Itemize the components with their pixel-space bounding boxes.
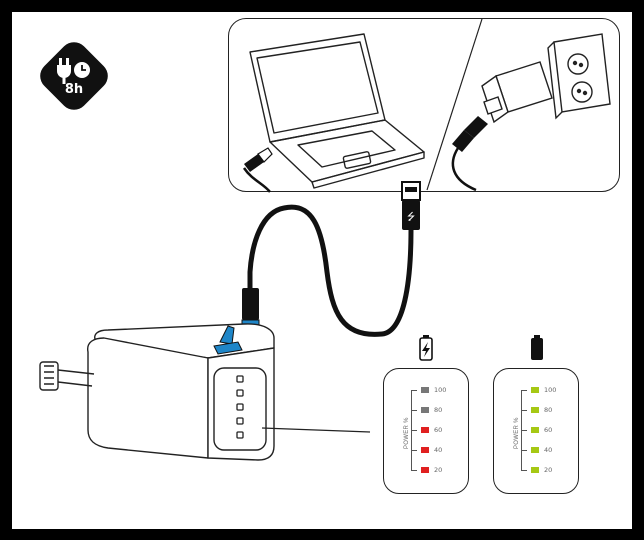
gauge-level-100 [531,387,539,393]
power-bank-strap [39,361,95,391]
battery-charging-icon [419,335,433,361]
gauge-tick [521,470,527,471]
gauge-level-label: 60 [544,426,553,434]
gauge-level-100 [421,387,429,393]
battery-full-icon [531,335,543,360]
gauge-charging-panel: POWER % 100 80 60 40 20 [383,368,469,494]
charge-time-label: 8h [64,82,84,97]
gauge-level-40 [421,447,429,453]
gauge-tick [521,450,527,451]
usb-c-port-highlight [213,325,243,355]
gauge-full-panel: POWER % 100 80 60 40 20 [493,368,579,494]
gauge-tick [521,390,527,391]
power-bank-icon [87,323,275,461]
plug-icon [57,58,71,84]
gauge-full: POWER % 100 80 60 40 20 [494,369,578,493]
gauge-level-40 [531,447,539,453]
gauge-level-60 [421,427,429,433]
gauge-level-label: 40 [544,446,553,454]
gauge-tick [411,390,417,391]
panel-divider [426,18,483,191]
charger-usb-plug [451,116,488,192]
gauge-level-label: 80 [434,406,443,414]
gauge-tick [411,450,417,451]
svg-text:⭍: ⭍ [407,211,415,223]
gauge-level-label: 100 [434,386,447,394]
gauge-level-label: 100 [544,386,557,394]
gauge-tick [411,470,417,471]
charge-time-badge: 8h [32,34,116,118]
laptop-icon [249,33,425,189]
wall-charger-icon [481,61,553,124]
gauge-tick [411,410,417,411]
gauge-tick [521,430,527,431]
instruction-diagram: 8h [12,12,632,529]
power-bank-led-column [236,375,244,439]
gauge-level-20 [421,467,429,473]
gauge-tick [521,410,527,411]
laptop-usb-plug [242,147,273,193]
gauge-axis-label: POWER % [404,417,410,449]
gauge-level-label: 20 [434,466,443,474]
gauge-level-80 [531,407,539,413]
indicator-leader-line [261,427,371,433]
gauge-level-label: 40 [434,446,443,454]
gauge-level-label: 20 [544,466,553,474]
illustration: ⭍ [39,18,611,461]
gauge-level-80 [421,407,429,413]
gauge-charging: POWER % 100 80 60 40 20 [384,369,468,493]
gauge-level-60 [531,427,539,433]
gauge-level-label: 60 [434,426,443,434]
badge-shape [40,42,108,110]
gauge-level-20 [531,467,539,473]
usb-a-connector: ⭍ [401,181,421,230]
gauge-tick [411,430,417,431]
usb-cable [247,204,414,337]
wall-socket-icon [547,33,611,120]
gauge-level-label: 80 [544,406,553,414]
gauge-axis-label: POWER % [514,417,520,449]
clock-icon [74,62,90,78]
